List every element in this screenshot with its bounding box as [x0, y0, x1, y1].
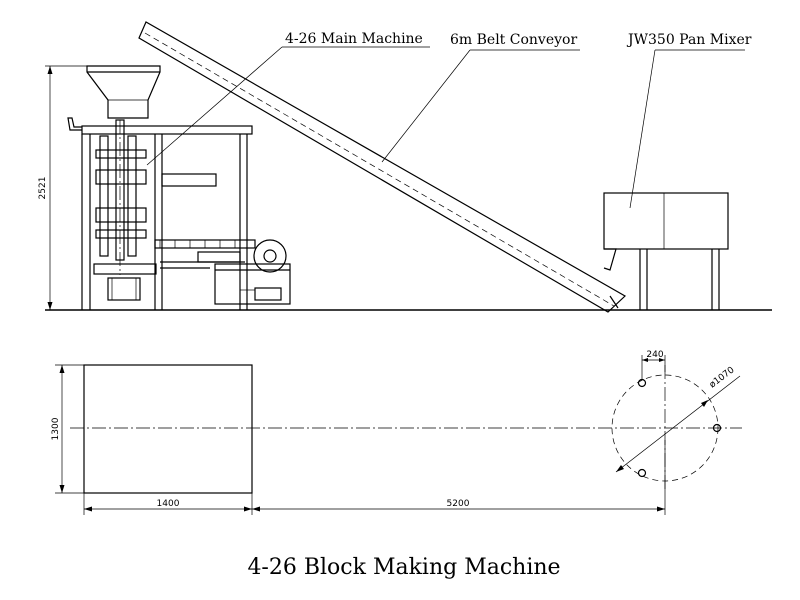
main-machine-label: 4-26 Main Machine — [285, 31, 423, 47]
plan-length-dimensions: 1400 5200 — [83, 440, 666, 515]
belt-conveyor-drawing — [138, 21, 627, 313]
span-length-text: 5200 — [447, 499, 470, 509]
plan-width-dimension: 1300 — [51, 364, 84, 494]
height-dimension: 2521 — [38, 65, 95, 310]
side-elevation: 2521 — [38, 21, 772, 313]
pan-mixer-label: JW350 Pan Mixer — [626, 32, 752, 48]
belt-conveyor-label: 6m Belt Conveyor — [450, 32, 577, 48]
leader-lines — [146, 46, 745, 209]
machine-footprint — [83, 364, 253, 494]
height-dimension-text: 2521 — [38, 177, 48, 200]
mixer-bolt-right — [712, 423, 722, 433]
mixer-bolt-bottom — [637, 468, 647, 478]
bolt-spacing-text: 240 — [646, 350, 663, 360]
main-machine-drawing — [67, 65, 291, 310]
pan-mixer-drawing — [603, 192, 729, 310]
plan-width-text: 1300 — [51, 417, 61, 440]
drawing-title: 4-26 Block Making Machine — [247, 555, 560, 580]
mixer-diameter-text: ø1070 — [708, 365, 737, 390]
mixer-plan: 240 ø1070 — [611, 350, 741, 490]
machine-length-text: 1400 — [157, 499, 180, 509]
plan-view: 1300 1400 5200 24 — [51, 350, 742, 515]
